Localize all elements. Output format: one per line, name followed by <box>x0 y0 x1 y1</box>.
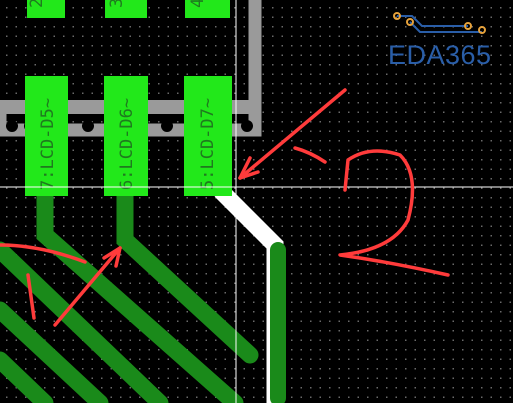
trace-lower-3 <box>0 351 54 403</box>
pad-label-d5: 7:LCD-D5~ <box>38 98 58 190</box>
pad-label-d6: 6:LCD-D6~ <box>117 98 137 190</box>
arrow-head-d7 <box>238 156 260 180</box>
trace-d5 <box>36 181 244 403</box>
trace-d6 <box>116 181 259 364</box>
arrow-to-trace-d6 <box>53 246 122 327</box>
logo-text: EDA365 <box>388 40 492 70</box>
handwritten-number-2 <box>338 149 450 277</box>
trace-lower-2 <box>0 301 109 403</box>
red-annotations <box>0 88 450 327</box>
top-pad-label: 2 <box>27 0 47 8</box>
left-tick-mark <box>26 273 36 320</box>
circuit-logo-icon <box>393 12 486 34</box>
pad-label-d7: 5:LCD-D7~ <box>198 98 218 190</box>
top-pads: 2 3 4 <box>27 0 230 18</box>
underline-mark <box>0 243 87 264</box>
arrow-to-pad-d7 <box>238 88 347 180</box>
eda365-logo: EDA365 <box>388 12 492 70</box>
trace-highlighted <box>213 183 284 403</box>
arrow-head-d6 <box>102 246 122 268</box>
top-pad-label: 3 <box>107 0 127 8</box>
dash-mark <box>293 146 327 164</box>
smd-pads[interactable]: 7:LCD-D5~ 6:LCD-D6~ 5:LCD-D7~ <box>25 76 232 196</box>
pad-lcd-d7[interactable] <box>184 76 232 196</box>
top-pad-label: 4 <box>188 0 208 8</box>
pad-lcd-d6[interactable] <box>104 76 148 196</box>
pad-lcd-d5[interactable] <box>25 76 68 196</box>
